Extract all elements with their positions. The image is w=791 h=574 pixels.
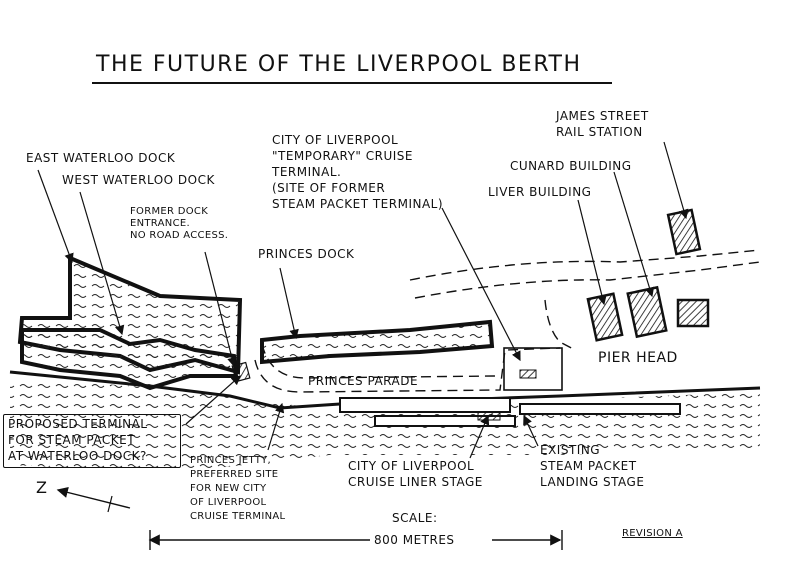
label-pier-head: PIER HEAD [598,350,678,366]
leader-cunard [613,171,655,298]
temporary-terminal-site [503,347,563,391]
princes-parade-road [254,347,561,393]
label-princes-parade: PRINCES PARADE [308,374,419,388]
leader-former-entrance [204,251,237,368]
liver-building [586,292,624,342]
label-cruise-liner-stage: CITY OF LIVERPOOL CRUISE LINER STAGE [348,459,483,489]
label-princes-jetty: PRINCES JETTY, PREFERRED SITE FOR NEW CI… [190,455,286,522]
princes-dock [260,319,495,365]
leader-proposed [185,375,241,425]
dock-entrance-block [231,361,251,383]
stage-connector [477,411,501,421]
leader-liner-stage [469,414,490,459]
road-north-1 [409,249,761,281]
label-former-dock-entrance: FORMER DOCK ENTRANCE. NO ROAD ACCESS. [130,206,229,241]
leader-east-waterloo [37,169,74,264]
cruise-liner-stage [339,397,511,413]
road-inner [261,343,496,379]
leader-liver [577,199,607,306]
leader-james-street [663,141,689,220]
label-east-waterloo-dock: EAST WATERLOO DOCK [26,151,176,165]
label-james-street-station: JAMES STREET RAIL STATION [556,109,649,139]
road-pierhead [544,299,576,351]
leader-temp-terminal [441,207,521,362]
map-title: THE FUTURE OF THE LIVERPOOL BERTH [96,52,582,77]
north-letter: Z [36,478,48,497]
label-steam-packet-landing-stage: EXISTING STEAM PACKET LANDING STAGE [540,443,645,489]
cunard-building [626,285,668,339]
north-arrow [56,486,131,509]
james-street-station [666,208,702,256]
label-liver-building: LIVER BUILDING [488,185,592,199]
port-building [676,298,710,328]
label-cunard-building: CUNARD BUILDING [510,159,632,173]
proposed-terminal-box [3,414,181,468]
label-proposed-terminal: PROPOSED TERMINAL FOR STEAM PACKET AT WA… [8,417,148,463]
temporary-terminal-building [519,369,537,379]
liner-stage-pontoon [374,415,516,427]
leader-landing-stage [523,414,539,447]
leader-princes-dock [279,267,299,340]
steam-packet-stage [519,403,681,415]
scale-label: SCALE: [392,511,438,525]
label-temporary-terminal: CITY OF LIVERPOOL "TEMPORARY" CRUISE TER… [272,133,444,211]
title-underline [92,82,612,84]
leader-west-waterloo [79,191,125,336]
label-princes-dock: PRINCES DOCK [258,247,355,261]
label-west-waterloo-dock: WEST WATERLOO DOCK [62,173,215,187]
revision-label: REVISION A [622,528,683,539]
scale-value: 800 METRES [374,533,455,547]
road-north-2 [414,261,761,299]
north-arrow-tick [107,495,113,513]
leader-princes-jetty [267,402,285,451]
